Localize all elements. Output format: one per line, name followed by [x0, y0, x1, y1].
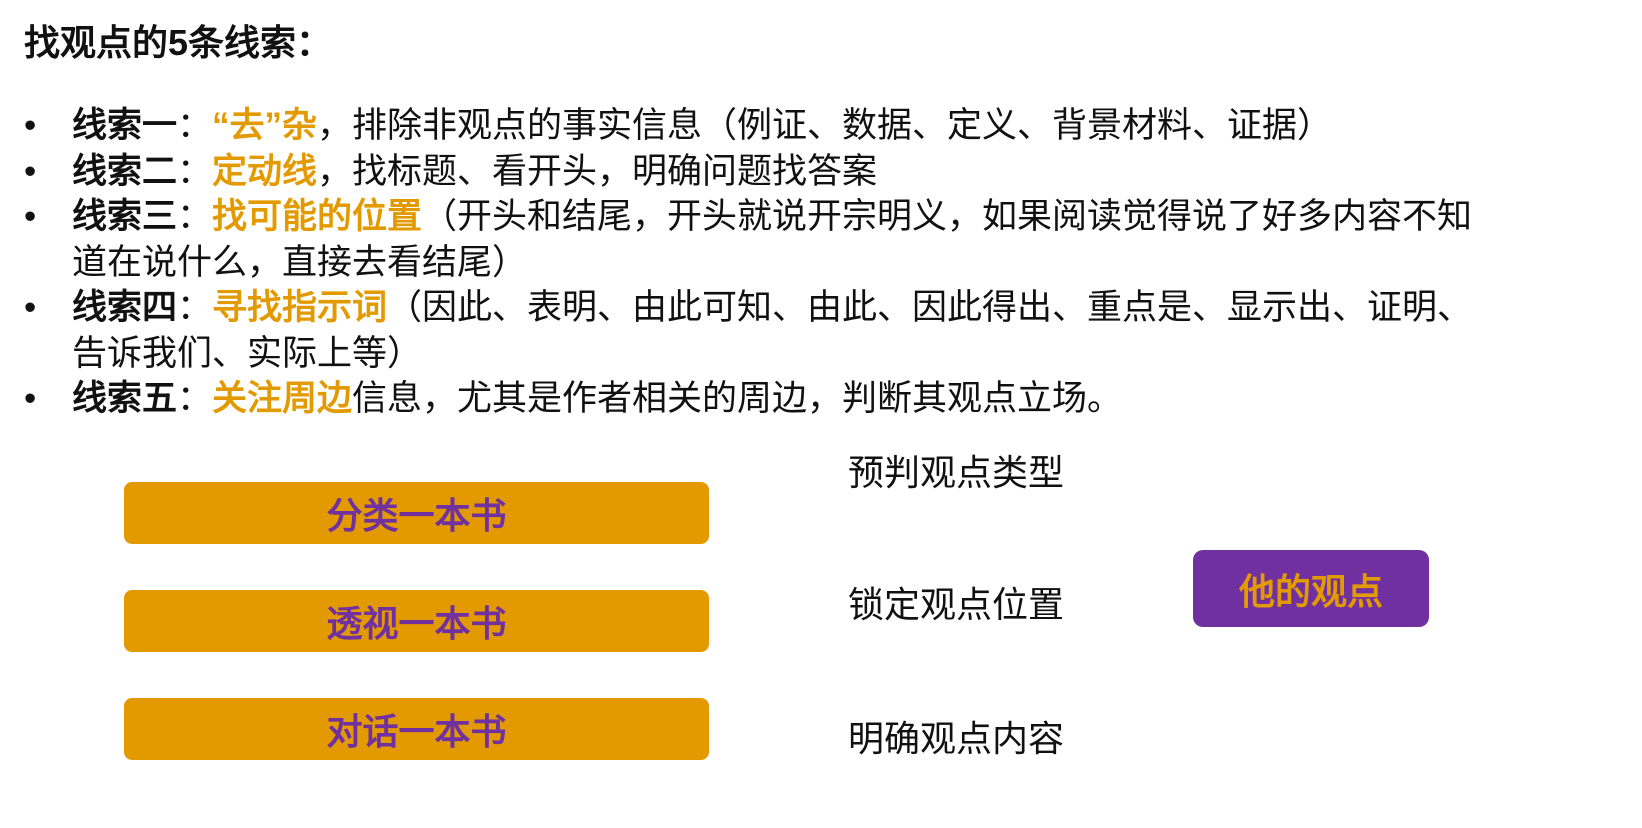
clue-text: ，找标题、看开头，明确问题找答案	[317, 151, 878, 191]
clue-label: 线索五	[72, 379, 178, 418]
clue-highlight: “去”杂	[212, 106, 318, 145]
clue-sep: ：	[177, 151, 213, 191]
clue-item-3-continued: 道在说什么，直接去看结尾）	[72, 242, 528, 282]
clue-label: 线索三	[72, 197, 178, 236]
step-clarify-content: 明确观点内容	[848, 718, 1065, 759]
bullet-icon: •	[24, 151, 37, 191]
clue-item-2: • 线索二：定动线，找标题、看开头，明确问题找答案	[24, 149, 1472, 195]
clue-label: 线索四	[72, 288, 178, 327]
page-title: 找观点的5条线索：	[24, 22, 333, 63]
clue-label: 线索二	[72, 151, 178, 191]
step-locate-position: 锁定观点位置	[848, 584, 1065, 625]
clue-text: （因此、表明、由此可知、由此、因此得出、重点是、显示出、证明、	[387, 288, 1473, 327]
clue-sep: ：	[177, 197, 213, 236]
clue-list: •线索一：“去”杂，排除非观点的事实信息（例证、数据、定义、背景材料、证据） •…	[24, 103, 1472, 422]
bullet-icon: •	[24, 288, 37, 327]
classify-book-box: 分类一本书	[124, 482, 709, 544]
dialogue-book-box: 对话一本书	[124, 698, 709, 760]
inspect-book-box: 透视一本书	[124, 590, 709, 652]
clue-highlight: 定动线	[212, 151, 318, 191]
clue-item-1: • 线索一：“去”杂，排除非观点的事实信息（例证、数据、定义、背景材料、证据）	[24, 103, 1472, 149]
clue-item-4-continued: 告诉我们、实际上等）	[72, 333, 423, 373]
clue-item-3: • 线索三：找可能的位置（开头和结尾，开头就说开宗明义，如果阅读觉得说了好多内容不…	[24, 194, 1472, 240]
clue-sep: ：	[177, 288, 213, 327]
his-view-box: 他的观点	[1193, 550, 1429, 627]
clue-label: 线索一	[72, 106, 178, 145]
clue-sep: ：	[177, 379, 213, 418]
clue-highlight: 找可能的位置	[212, 197, 423, 236]
clue-text: 信息，尤其是作者相关的周边，判断其观点立场。	[352, 379, 1123, 418]
clue-item-4: • 线索四：寻找指示词（因此、表明、由此可知、由此、因此得出、重点是、显示出、证明…	[24, 285, 1472, 331]
clue-text: （开头和结尾，开头就说开宗明义，如果阅读觉得说了好多内容不知	[422, 197, 1473, 236]
clue-sep: ：	[177, 106, 213, 145]
clue-highlight: 关注周边	[212, 379, 353, 418]
bullet-icon: •	[24, 106, 37, 145]
clue-text: ，排除非观点的事实信息（例证、数据、定义、背景材料、证据）	[317, 106, 1333, 145]
step-predict-type: 预判观点类型	[848, 452, 1065, 493]
bullet-icon: •	[24, 197, 37, 236]
bullet-icon: •	[24, 379, 37, 418]
clue-item-5: • 线索五：关注周边信息，尤其是作者相关的周边，判断其观点立场。	[24, 376, 1472, 422]
clue-highlight: 寻找指示词	[212, 288, 388, 327]
